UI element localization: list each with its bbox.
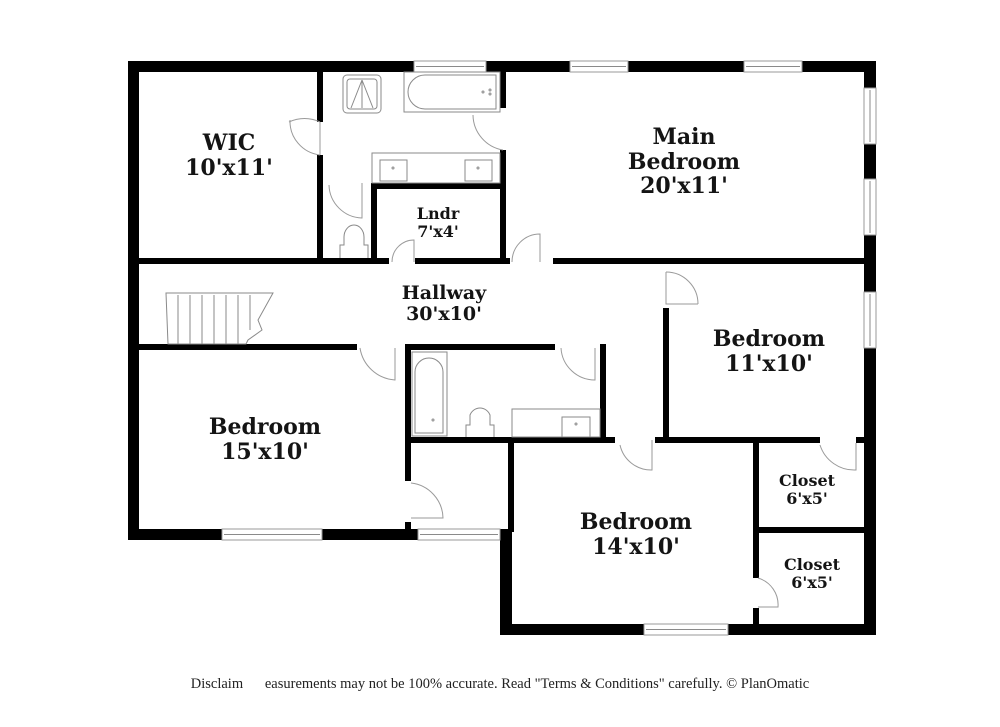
room-label-main-bedroom: Main Bedroom 20'x11'	[628, 125, 740, 199]
doors	[288, 114, 857, 608]
room-dimensions: 30'x10'	[406, 303, 482, 326]
room-name: Bedroom	[712, 326, 826, 352]
double-vanity-icon	[371, 152, 501, 184]
room-name: Closet	[783, 555, 841, 574]
room-name: WIC	[202, 130, 256, 156]
room-name-line2: Bedroom	[627, 148, 741, 175]
stairs-icon	[165, 292, 274, 345]
room-label-hallway: Hallway 30'x10'	[401, 282, 487, 326]
room-dimensions: 20'x11'	[640, 173, 728, 200]
room-name: Hallway	[401, 282, 487, 304]
room-dimensions: 6'x5'	[786, 488, 828, 508]
disclaimer-text: Disclaim easurements may not be 100% acc…	[190, 676, 810, 692]
room-dimensions: 15'x10'	[221, 438, 309, 465]
room-label-closet-lower: Closet 6'x5'	[784, 556, 840, 592]
shower-icon	[342, 74, 382, 114]
room-dimensions: 14'x10'	[592, 533, 680, 560]
room-name: Bedroom	[208, 414, 322, 440]
room-label-laundry: Lndr 7'x4'	[417, 205, 460, 241]
room-name: Closet	[778, 471, 836, 490]
room-dimensions: 6'x5'	[791, 572, 833, 592]
sink-icon	[511, 408, 601, 438]
room-name-line1: Main	[652, 124, 716, 150]
room-label-bedroom-west: Bedroom 15'x10'	[209, 415, 321, 464]
room-dimensions: 10'x11'	[185, 154, 273, 181]
room-dimensions: 7'x4'	[417, 221, 459, 241]
room-name: Bedroom	[579, 509, 693, 535]
windows	[221, 60, 877, 636]
room-name: Lndr	[416, 204, 460, 223]
hall-bathtub-icon	[411, 351, 448, 437]
room-dimensions: 11'x10'	[725, 350, 813, 377]
interior-walls	[139, 72, 864, 624]
room-label-wic: WIC 10'x11'	[185, 131, 273, 180]
room-label-closet-upper: Closet 6'x5'	[779, 472, 835, 508]
room-label-bedroom-south: Bedroom 14'x10'	[580, 510, 692, 559]
bathtub-icon	[403, 71, 501, 113]
room-label-bedroom-east: Bedroom 11'x10'	[713, 327, 825, 376]
hall-toilet-icon	[465, 407, 495, 437]
toilet-icon	[339, 224, 369, 258]
